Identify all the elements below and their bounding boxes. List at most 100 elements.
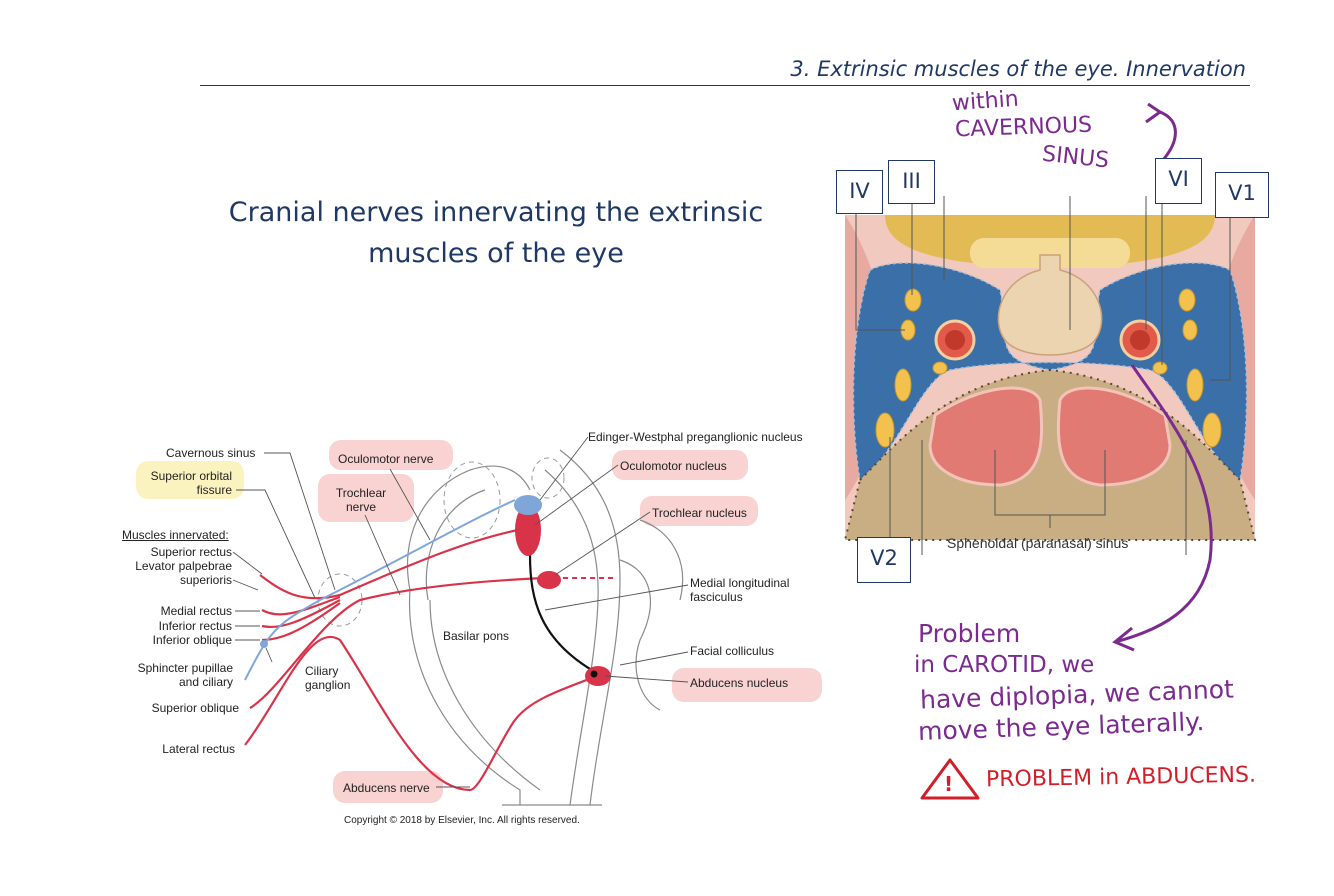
nerve-v1-left [894, 368, 912, 402]
leader-superior-orbital-fissure [236, 489, 316, 599]
label-trochlear-nucleus: Trochlear nucleus [652, 506, 747, 520]
label-sphenoidal-sinus: Sphenoidal (paranasal) sinus [947, 535, 1129, 551]
leader-oculomotor-nucleus [534, 464, 619, 526]
cavernous-sinus-venous-plexus [853, 262, 1247, 480]
label-muscles-innervated: Muscles innervated: [122, 528, 229, 542]
leader-edinger-westphal [539, 436, 589, 501]
leader-abducens-nucleus [604, 675, 689, 683]
label-cavernous-sinus: Cavernous sinus [166, 446, 256, 460]
warning-exclamation: ! [944, 772, 954, 796]
dashed-midbrain-outline [443, 461, 501, 539]
brainstem-outline-inner [425, 489, 486, 601]
brainstem-outline-back-inner [544, 469, 599, 806]
label-medial-rectus: Medial rectus [160, 604, 232, 618]
leader-cavernous-sinus [264, 452, 336, 591]
leader-mlf [544, 584, 689, 611]
nerve-iii-left [904, 288, 922, 312]
nerve-v2-left [875, 412, 895, 448]
header-divider [200, 85, 1250, 86]
label-oculomotor-nerve: Oculomotor nerve [338, 452, 434, 466]
label-superior-oblique: Superior oblique [151, 701, 239, 715]
annotation-problem-line2: in CAROTID, we [914, 652, 1095, 678]
highlight-trochlear-nucleus [640, 496, 758, 526]
label-medial-longitudinal-fasciculus: Medial longitudinal fasciculus [690, 576, 790, 604]
oculomotor-branch-medial [261, 595, 341, 616]
label-box-vi: VI [1155, 158, 1202, 204]
label-inferior-rectus: Inferior rectus [158, 619, 232, 633]
brainstem-outline-outer [406, 465, 531, 591]
label-box-v2: V2 [857, 537, 911, 583]
leader-levator [232, 579, 259, 591]
pituitary-gland [997, 254, 1103, 356]
highlight-oculomotor-nerve [329, 440, 453, 470]
label-abducens-nerve: Abducens nerve [343, 781, 430, 795]
oculomotor-nucleus-shape [515, 504, 541, 556]
slide-header-title: 3. Extrinsic muscles of the eye. Innerva… [790, 57, 1246, 81]
annotation-problem-line1: Problem [918, 619, 1021, 648]
label-lateral-rectus: Lateral rectus [162, 742, 235, 756]
nerve-iii-right [1178, 288, 1196, 312]
venous-plexus-texture [852, 262, 1248, 482]
nerve-iv-right [1182, 319, 1198, 341]
trochlear-nerve-path [249, 576, 546, 709]
label-inferior-oblique: Inferior oblique [152, 633, 232, 647]
leader-superior-rectus [232, 551, 263, 575]
label-box-iv: IV [836, 170, 883, 214]
annotation-arrowhead-down [1112, 626, 1135, 652]
internal-carotid-right-lumen [1130, 330, 1150, 350]
nerve-v1-right [1186, 368, 1204, 402]
sphenoidal-sinus-left [928, 386, 1044, 487]
annotation-within: within [951, 86, 1020, 117]
annotation-arrow-down [1114, 364, 1213, 644]
leader-iv [855, 214, 905, 331]
label-sphincter-pupillae: Sphincter pupillae and ciliary [137, 661, 233, 689]
label-levator-palpebrae: Levator palpebrae superioris [135, 559, 232, 587]
label-oculomotor-nucleus: Oculomotor nucleus [620, 459, 727, 473]
warning-triangle-icon [920, 758, 980, 800]
nerve-v2-right [1202, 412, 1222, 448]
leader-oculomotor-nerve [389, 468, 431, 541]
label-superior-rectus: Superior rectus [150, 545, 232, 559]
label-box-v1: V1 [1215, 172, 1269, 218]
ciliary-ganglion-marker [260, 640, 268, 648]
cerebellum-outline [639, 519, 684, 601]
internal-carotid-left-lumen [945, 330, 965, 350]
trochlear-nucleus-shape [537, 571, 561, 589]
optic-chiasm [970, 238, 1130, 268]
highlight-trochlear-nerve [318, 474, 414, 522]
abducens-nucleus-dot [590, 670, 598, 678]
leader-v1 [1210, 218, 1231, 381]
label-superior-orbital-fissure: Superior orbital fissure [150, 469, 232, 497]
abducens-nucleus-shape [585, 666, 611, 686]
fourth-ventricle-outline [619, 559, 661, 711]
slide-title: Cranial nerves innervating the extrinsic… [228, 197, 764, 269]
annotation-cavernous: CAVERNOUS [954, 112, 1093, 143]
highlight-oculomotor-nucleus [612, 450, 748, 480]
copyright-notice: Copyright © 2018 by Elsevier, Inc. All r… [344, 815, 580, 826]
abducens-nerve-path [244, 636, 601, 792]
label-ciliary-ganglion: Ciliary ganglion [305, 664, 351, 692]
label-facial-colliculus: Facial colliculus [690, 644, 775, 658]
label-edinger-westphal: Edinger-Westphal preganglionic nucleus [588, 430, 803, 444]
label-box-iii: III [888, 160, 935, 204]
ciliary-short-fibers [244, 644, 265, 681]
highlight-abducens-nucleus [672, 668, 822, 702]
highlight-abducens-nerve [333, 771, 443, 803]
sphenoidal-sinus-right [1056, 386, 1172, 487]
label-basilar-pons: Basilar pons [443, 629, 510, 643]
mlf-fiber [528, 554, 596, 673]
nerve-vi-left [932, 361, 948, 375]
brainstem-outline-back [559, 449, 621, 806]
leader-facial-colliculus [619, 651, 689, 666]
pons-outline-front [408, 589, 521, 805]
annotation-warning-abducens: PROBLEM in ABDUCENS. [985, 762, 1257, 793]
oculomotor-nerve-path [259, 528, 519, 600]
highlight-superior-orbital-fissure [136, 461, 244, 499]
oculomotor-branch-inferior [261, 599, 341, 629]
pons-outline-front-inner [429, 599, 541, 791]
leader-ciliary-ganglion [265, 647, 273, 663]
annotation-arrow-up [1159, 110, 1177, 161]
dashed-nucleus-outline [531, 457, 565, 499]
